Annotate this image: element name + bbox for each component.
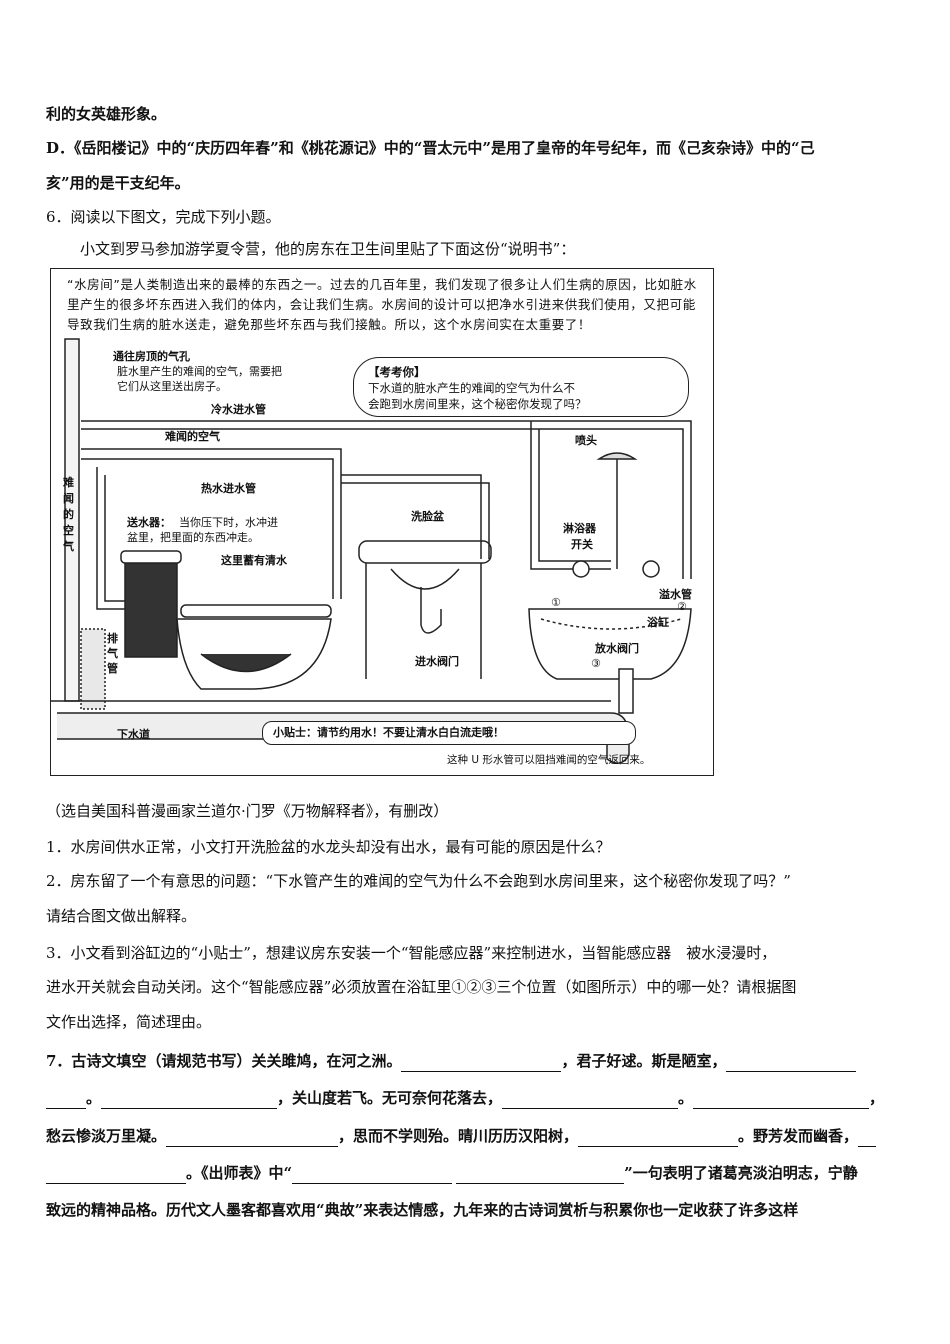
sink-label: 洗脸盆 [411,510,444,523]
callout-text: 下水道的脏水产生的难闻的空气为什么不 [368,381,575,395]
answer-blank[interactable] [502,1092,679,1109]
clean-water-label: 这里蓄有清水 [221,554,287,567]
drain-valve-label: 放水阀门 [595,642,639,655]
answer-blank[interactable] [401,1055,562,1072]
exhaust-label: 排气管 [107,632,118,675]
question-1: 1．水房间供水正常，小文打开洗脸盆的水龙头却没有出水，最有可能的原因是什么？ [46,838,611,856]
question-6-heading: 6．阅读以下图文，完成下列小题。 [46,208,281,226]
text: ，关山度若飞。无可奈何花落去， [277,1089,503,1107]
u-pipe-caption: 这种 U 形水管可以阻挡难闻的空气返回来。 [447,754,651,766]
vent-desc: 脏水里产生的难闻的空气，需要把 [117,365,282,378]
cold-pipe-label: 冷水进水管 [211,403,266,416]
answer-blank[interactable] [166,1130,339,1147]
sewer-label: 下水道 [117,728,150,741]
question-7-line: 致远的精神品格。历代文人墨客都喜欢用“典故”来表达情感，九年来的古诗词赏析与积累… [46,1201,799,1219]
callout-text: 会跑到水房间里来，这个秘密你发现了吗？ [368,397,587,411]
text: 7．古诗文填空（请规范书写）关关雎鸠，在河之洲。 [46,1052,402,1070]
text: ， [869,1089,885,1107]
shower-switch-label: 开关 [571,538,593,551]
answer-blank[interactable] [693,1092,870,1109]
text: 。《出师表》中“ [186,1164,293,1182]
answer-blank[interactable] [46,1092,86,1109]
question-3: 进水开关就会自动关闭。这个“智能感应器”必须放置在浴缸里①②③三个位置（如图所示… [46,978,797,996]
question-7-line: 7．古诗文填空（请规范书写）关关雎鸠，在河之洲。 ，君子好逑。斯是陋室， [46,1050,857,1072]
position-2: ② [677,600,687,613]
text: 。野芳发而幽香， [738,1127,859,1145]
answer-blank[interactable] [456,1167,625,1184]
question-2: 2．房东留了一个有意思的问题：“下水管产生的难闻的空气为什么不会跑到水房间里来，… [46,872,791,890]
question-3: 3．小文看到浴缸边的“小贴士”，想建议房东安装一个“智能感应器”来控制进水，当智… [46,944,777,962]
answer-blank[interactable] [46,1167,186,1184]
figure-intro: “水房间”是人类制造出来的最棒的东西之一。过去的几百年里，我们发现了很多让人们生… [67,277,697,332]
plumbing-drawing [51,338,692,764]
flusher-title: 送水器： [127,516,171,529]
vent-label: 通往房顶的气孔 [113,350,190,363]
answer-blank[interactable] [858,1130,877,1147]
text: 。 [678,1089,694,1107]
quiz-callout: 【考考你】 下水道的脏水产生的难闻的空气为什么不 会跑到水房间里来，这个秘密你发… [353,357,689,417]
answer-blank[interactable] [292,1167,453,1184]
position-3: ③ [591,657,601,670]
question-7-line: 。 ，关山度若飞。无可奈何花落去， 。 ， [46,1087,884,1109]
question-2: 请结合图文做出解释。 [46,907,197,925]
tip-box: 小贴士：请节约用水！不要让清水白白流走哦！ [262,721,636,745]
text: ”一句表明了诸葛亮淡泊明志，宁静 [624,1164,858,1182]
answer-blank[interactable] [726,1055,857,1072]
text: ，君子好逑。斯是陋室， [561,1052,727,1070]
answer-blank[interactable] [101,1092,278,1109]
text-line: D．《岳阳楼记》中的“庆历四年春”和《桃花源记》中的“晋太元中”是用了皇帝的年号… [46,139,815,157]
text-line: 利的女英雄形象。 [46,105,167,123]
side-bad-air-label: 难闻的空气 [63,476,74,553]
text: 。 [86,1089,102,1107]
text-line: 亥”用的是干支纪年。 [46,174,190,192]
text-line: 小文到罗马参加游学夏令营，他的房东在卫生间里贴了下面这份“说明书”： [80,240,576,258]
question-7-line: 。《出师表》中“ ”一句表明了诸葛亮淡泊明志，宁静 [46,1162,858,1184]
tub-label: 浴缸 [647,616,669,629]
inlet-valve-label: 进水阀门 [415,655,459,668]
answer-blank[interactable] [578,1130,739,1147]
position-1: ① [551,596,561,609]
shower-switch-label: 淋浴器 [563,522,596,535]
question-7-line: 愁云惨淡万里凝。 ，思而不学则殆。晴川历历汉阳树， 。野芳发而幽香， [46,1125,877,1147]
vent-desc: 它们从这里送出房子。 [117,380,227,393]
plumbing-diagram: “水房间”是人类制造出来的最棒的东西之一。过去的几百年里，我们发现了很多让人们生… [50,268,714,776]
hot-pipe-label: 热水进水管 [201,482,256,495]
shower-head-label: 喷头 [575,434,597,447]
figure-source: （选自美国科普漫画家兰道尔·门罗《万物解释者》，有删改） [46,802,449,820]
flusher-desc: 当你压下时，水冲进 [179,516,278,529]
bad-air-label: 难闻的空气 [165,430,220,443]
text: 愁云惨淡万里凝。 [46,1127,167,1145]
question-3: 文作出选择，简述理由。 [46,1013,212,1031]
overflow-label: 溢水管 [659,588,692,601]
text: ，思而不学则殆。晴川历历汉阳树， [338,1127,579,1145]
flusher-desc: 盆里，把里面的东西冲走。 [127,531,259,544]
callout-title: 【考考你】 [368,365,426,379]
